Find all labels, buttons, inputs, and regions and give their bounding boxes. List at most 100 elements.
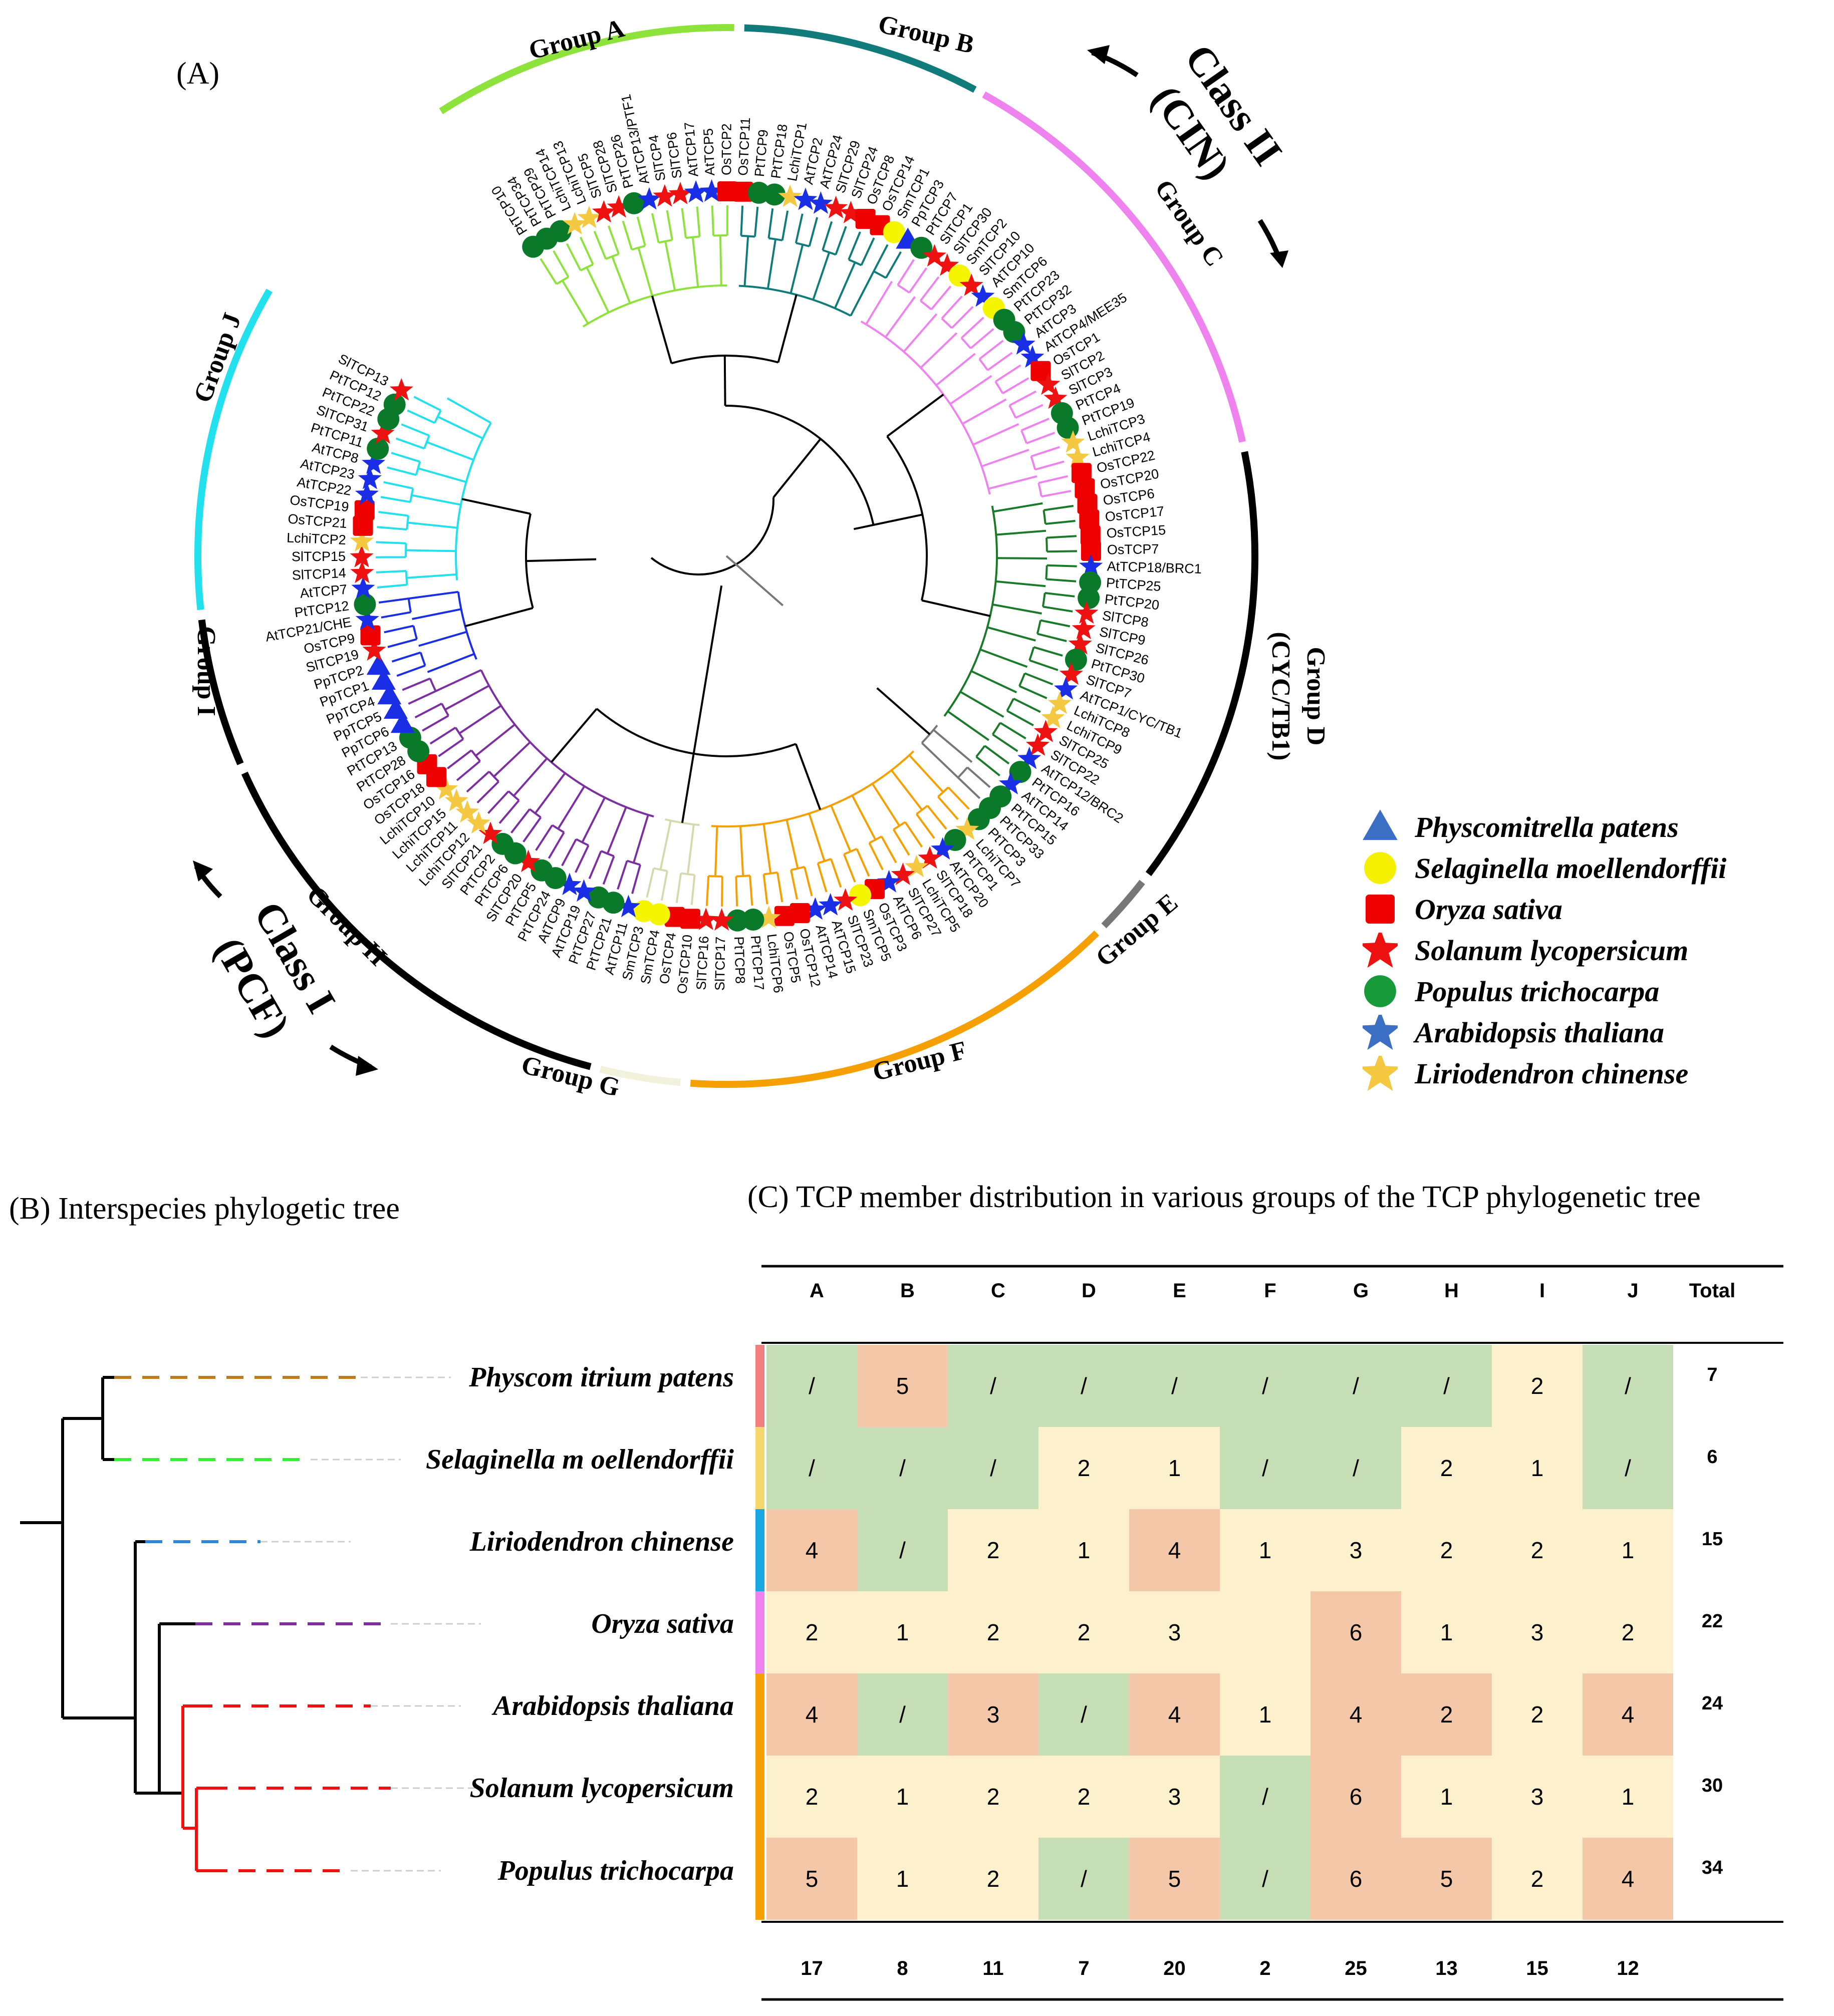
tree-branch [412, 608, 461, 620]
tree-branch [378, 598, 409, 604]
table-cell [1038, 1345, 1129, 1427]
leaf-marker [1020, 345, 1044, 368]
table-cell [857, 1756, 948, 1838]
row-color-bar [755, 1756, 764, 1838]
leaf-marker [1009, 761, 1031, 783]
leaf-marker [918, 846, 942, 869]
tree-branch [376, 541, 406, 544]
leaf-marker [834, 888, 858, 911]
leaf-marker [1061, 430, 1085, 453]
leaf-marker [883, 221, 905, 243]
leaf-marker [377, 683, 402, 705]
species-label: Selaginella m oellendorffii [426, 1444, 734, 1475]
cell-value: 1 [1440, 1784, 1453, 1810]
tree-branch [691, 237, 699, 287]
cell-value: 1 [896, 1866, 909, 1892]
tree-branch [812, 252, 831, 301]
leaf-label: OsTCP21 [287, 511, 348, 531]
group-d-sub-label: (CYC/TB1) [1266, 632, 1295, 760]
tree-branch [915, 813, 935, 839]
leaf-marker [1068, 632, 1092, 655]
legend-item: Populus trichocarpa [1363, 971, 1813, 1012]
group-arc-a [439, 24, 734, 114]
cell-value: 2 [1440, 1455, 1453, 1481]
tree-branch [1034, 460, 1065, 471]
tree-branch [975, 745, 986, 758]
tree-branch [978, 358, 989, 371]
tree-branch [908, 754, 944, 793]
cell-value: 6 [1350, 1784, 1363, 1810]
tree-branch [576, 838, 589, 846]
leaf-label: PtTCP25 [1106, 575, 1161, 594]
cell-value: 2 [987, 1537, 1000, 1563]
tree-branch [941, 318, 953, 329]
table-cell [948, 1673, 1038, 1756]
tree-branch [1029, 659, 1059, 671]
tree-branch [617, 860, 628, 890]
tree-branch [987, 626, 1036, 642]
leaf-marker [694, 908, 718, 930]
tree-branch [681, 753, 695, 823]
tree-branch [566, 243, 582, 271]
tree-branch [959, 691, 1004, 718]
leaf-marker [1036, 372, 1061, 395]
leaf-marker [616, 895, 641, 918]
tree-branch [873, 244, 889, 272]
table-cell [1583, 1838, 1673, 1920]
leaf-marker [587, 886, 610, 909]
tree-branch [561, 838, 577, 867]
table-cell [948, 1345, 1038, 1427]
tree-branch [822, 221, 833, 251]
leaf-marker [1077, 494, 1098, 514]
leaf-marker [350, 560, 374, 584]
leaf-marker [531, 859, 553, 882]
tree-branch [650, 497, 775, 575]
leaf-marker [1017, 746, 1041, 769]
species-label: Physcom itrium patens [468, 1362, 734, 1393]
triangle-marker [1363, 809, 1398, 840]
tree-branch [438, 738, 464, 757]
tree-branch [921, 599, 990, 617]
leaf-label: SlTCP14 [292, 565, 346, 583]
leaf-marker [1065, 649, 1087, 671]
tree-branch [426, 441, 474, 461]
table-cell [948, 1838, 1038, 1920]
species-label: Solanum lycopersicum [470, 1773, 734, 1804]
tree-branch [921, 725, 938, 744]
leaf-marker [959, 273, 983, 296]
column-total: 2 [1259, 1957, 1270, 1979]
tree-branch [437, 415, 483, 440]
tree-branch [830, 805, 852, 852]
tree-branch [631, 244, 646, 251]
leaf-marker [1043, 386, 1068, 409]
legend-item: Solanum lycopersicum [1363, 930, 1813, 971]
table-cell [1492, 1427, 1583, 1509]
tree-branch [383, 481, 413, 490]
leaf-marker [607, 195, 631, 218]
table-cell [1038, 1591, 1129, 1673]
tree-branch [762, 823, 772, 874]
cell-value: / [1081, 1866, 1087, 1892]
table-cell [1311, 1345, 1401, 1427]
tree-branch [611, 256, 631, 304]
species-label: Liriodendron chinense [469, 1526, 734, 1557]
table-cell [1492, 1756, 1583, 1838]
tree-branch [461, 498, 531, 515]
column-header: B [900, 1280, 915, 1302]
cell-value: 3 [1168, 1784, 1181, 1810]
tree-branch [553, 250, 570, 278]
table-cell [1220, 1838, 1311, 1920]
tree-branch [627, 859, 641, 866]
leaf-marker [717, 181, 738, 202]
tree-branch [418, 631, 467, 647]
table-cell [1038, 1673, 1129, 1756]
tree-branch [466, 770, 490, 793]
legend-item: Oryza sativa [1363, 889, 1813, 930]
leaf-marker [1075, 478, 1095, 499]
tree-branch [749, 876, 753, 906]
tree-branch [557, 785, 586, 829]
tree-branch [988, 475, 1037, 490]
tree-branch [456, 760, 481, 781]
